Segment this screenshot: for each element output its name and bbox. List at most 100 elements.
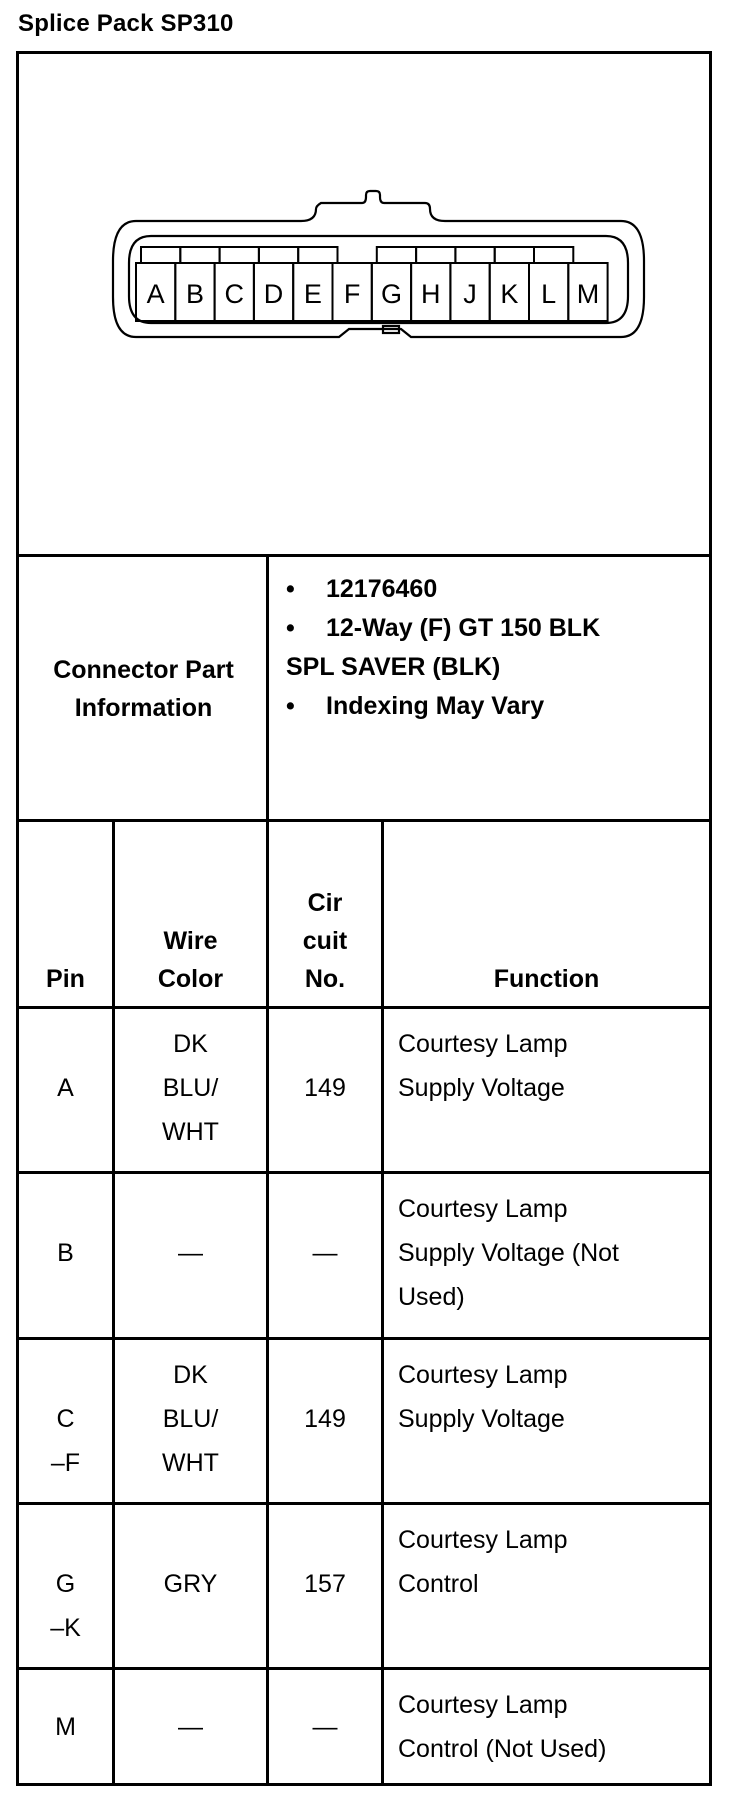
wire-color-line: DK: [173, 1030, 208, 1058]
function-line: Control: [398, 1570, 479, 1598]
pin-value: M: [55, 1713, 76, 1741]
pin-latch-tab: [297, 246, 339, 264]
function-cell: Courtesy Lamp Control: [398, 1518, 708, 1606]
pin-latch-tab: [415, 246, 457, 264]
connector-description-line: 12-Way (F) GT 150 BLK: [326, 614, 601, 642]
divider: [112, 820, 115, 1786]
pin-cell: M: [19, 1705, 112, 1749]
pin-letter: B: [186, 279, 204, 309]
part-info-label-line: Information: [74, 693, 213, 722]
pin-letter: L: [541, 279, 556, 309]
pin-latch-tab: [533, 246, 575, 264]
pin-cell: C –F: [19, 1397, 112, 1485]
function-line: Supply Voltage: [398, 1405, 565, 1433]
header-circuit-line: cuit: [302, 927, 348, 955]
wire-color-cell: —: [115, 1231, 266, 1275]
wire-color-line: WHT: [162, 1118, 219, 1146]
pin-letter: E: [304, 279, 322, 309]
divider: [381, 820, 384, 1786]
header-wire-color-line: Color: [157, 965, 224, 993]
connector-description-item: • 12-Way (F) GT 150 BLK: [286, 609, 706, 648]
bullet: •: [286, 692, 295, 720]
indexing-note: Indexing May Vary: [326, 692, 545, 720]
document-frame: [16, 51, 712, 1786]
function-line: Courtesy Lamp: [398, 1030, 568, 1058]
header-function: Function: [493, 965, 600, 993]
pin-cell: G –K: [19, 1562, 112, 1650]
wire-color-line: BLU/: [162, 1074, 219, 1102]
pin-letter: F: [344, 279, 361, 309]
header-wire-color: Wire Color: [115, 922, 266, 998]
circuit-number-cell: —: [312, 1713, 338, 1741]
function-line: Used): [398, 1283, 465, 1311]
function-cell: Courtesy Lamp Supply Voltage (Not Used): [398, 1187, 708, 1319]
connector-outline: [111, 189, 646, 339]
pin-value: –K: [50, 1614, 81, 1642]
circuit-number-cell: 149: [304, 1405, 346, 1433]
divider: [16, 819, 712, 822]
pin-value: B: [57, 1239, 74, 1267]
wire-color-line: —: [178, 1713, 203, 1741]
pin-value: C: [56, 1405, 75, 1433]
pin-latch-tab: [140, 246, 182, 264]
pin-latch-tab: [375, 246, 418, 264]
page-title: Splice Pack SP310: [18, 10, 234, 37]
header-wire-color-line: Wire: [163, 927, 218, 955]
function-line: Supply Voltage (Not: [398, 1239, 619, 1267]
header-pin: Pin: [46, 965, 85, 993]
wire-color-line: —: [178, 1239, 203, 1267]
pin-value: G: [55, 1570, 76, 1598]
wire-color-cell: DK BLU/ WHT: [115, 1022, 266, 1154]
part-info-label: Connector Part Information: [19, 556, 268, 821]
circuit-number-cell: 157: [304, 1570, 346, 1598]
pin-value: A: [57, 1074, 74, 1102]
divider: [16, 554, 712, 557]
pin-latch-tab: [493, 246, 536, 264]
part-number-item: • 12176460: [286, 570, 706, 609]
pin-cell: B: [19, 1231, 112, 1275]
wire-color-line: WHT: [162, 1449, 219, 1477]
wire-color-line: GRY: [163, 1570, 218, 1598]
bullet: •: [286, 575, 295, 603]
wire-color-cell: DK BLU/ WHT: [115, 1353, 266, 1485]
divider: [266, 555, 269, 1786]
wire-color-line: BLU/: [162, 1405, 219, 1433]
pin-cell: A: [19, 1066, 112, 1110]
pin-letter: M: [577, 279, 600, 309]
divider: [16, 1337, 712, 1340]
divider: [16, 1502, 712, 1505]
header-circuit-number: Cir cuit No.: [269, 884, 381, 998]
function-cell: Courtesy Lamp Control (Not Used): [398, 1683, 708, 1771]
pin-latch-tab: [218, 246, 260, 264]
part-number: 12176460: [326, 575, 438, 603]
pin-letter: A: [147, 279, 165, 309]
part-info-label-line: Connector Part: [53, 655, 234, 684]
pin-cavity: [567, 262, 609, 322]
indexing-note-item: • Indexing May Vary: [286, 687, 706, 726]
function-cell: Courtesy Lamp Supply Voltage: [398, 1353, 708, 1441]
connector-description-continued: SPL SAVER (BLK): [286, 653, 501, 681]
pin-letter: C: [225, 279, 245, 309]
header-circuit-line: Cir: [307, 889, 343, 917]
function-line: Courtesy Lamp: [398, 1526, 568, 1554]
bullet: •: [286, 614, 295, 642]
function-cell: Courtesy Lamp Supply Voltage: [398, 1022, 708, 1110]
header-circuit-line: No.: [304, 965, 346, 993]
divider: [16, 1171, 712, 1174]
pin-latch-tab: [257, 246, 300, 264]
pin-value: –F: [50, 1449, 81, 1477]
circuit-number-cell: 149: [304, 1074, 346, 1102]
divider: [16, 1667, 712, 1670]
wire-color-line: DK: [173, 1361, 208, 1389]
function-line: Courtesy Lamp: [398, 1361, 568, 1389]
pin-latch-tab: [179, 246, 221, 264]
pin-letter: K: [500, 279, 518, 309]
circuit-number-cell: —: [312, 1239, 338, 1267]
wire-color-cell: —: [115, 1705, 266, 1749]
function-line: Control (Not Used): [398, 1735, 607, 1763]
pin-letter: G: [381, 279, 402, 309]
pin-letter: J: [463, 279, 477, 309]
function-line: Courtesy Lamp: [398, 1691, 568, 1719]
